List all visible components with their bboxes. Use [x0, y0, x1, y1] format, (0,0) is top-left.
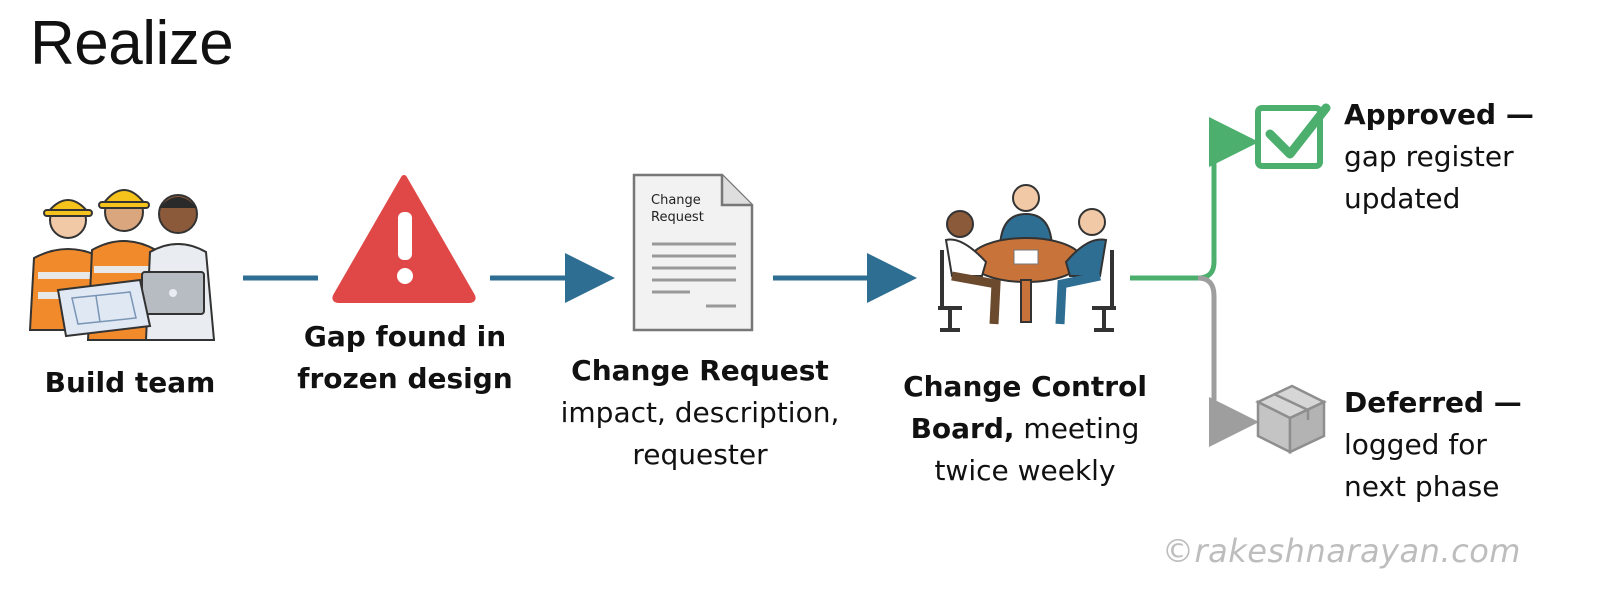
gap-label-line2: frozen design — [297, 362, 513, 395]
approved-line2: gap register — [1344, 140, 1514, 173]
gap-label-line1: Gap found in — [303, 320, 507, 353]
approved-title: Approved — — [1344, 98, 1534, 131]
warning-triangle-icon — [332, 175, 476, 303]
build-team-text: Build team — [44, 366, 216, 399]
arrow-to-deferred — [1197, 275, 1259, 447]
change-request-label: Change Request impact, description, requ… — [540, 350, 860, 476]
document-icon: Change Request — [632, 173, 754, 332]
document-text-line1: Change — [651, 193, 701, 208]
ccb-label-rest2: meeting — [1014, 412, 1140, 445]
ccb-label: Change Control Board, meeting twice week… — [880, 366, 1170, 492]
gap-label: Gap found in frozen design — [280, 316, 530, 400]
deferred-line2: logged for — [1344, 428, 1487, 461]
ccb-label-line1: Change Control — [903, 370, 1147, 403]
checkbox-check-icon — [1255, 103, 1331, 169]
page-title: Realize — [30, 9, 234, 78]
change-request-line3: requester — [632, 438, 768, 471]
build-team-label: Build team — [30, 362, 230, 404]
deferred-title: Deferred — — [1344, 386, 1522, 419]
approved-line3: updated — [1344, 182, 1461, 215]
deferred-outcome: Deferred — logged for next phase — [1344, 382, 1584, 508]
construction-workers-icon — [28, 189, 216, 341]
deferred-line3: next phase — [1344, 470, 1500, 503]
meeting-table-icon — [938, 184, 1116, 332]
document-text-line2: Request — [651, 210, 704, 225]
change-request-title: Change Request — [571, 354, 829, 387]
ccb-label-bold2: Board, — [910, 412, 1015, 445]
box-icon — [1255, 384, 1327, 455]
approved-outcome: Approved — gap register updated — [1344, 94, 1584, 220]
watermark: ©rakeshnarayan.com — [1162, 532, 1521, 570]
change-request-line2: impact, description, — [560, 396, 840, 429]
arrow-to-approved — [1130, 117, 1259, 281]
ccb-label-line3: twice weekly — [934, 454, 1116, 487]
